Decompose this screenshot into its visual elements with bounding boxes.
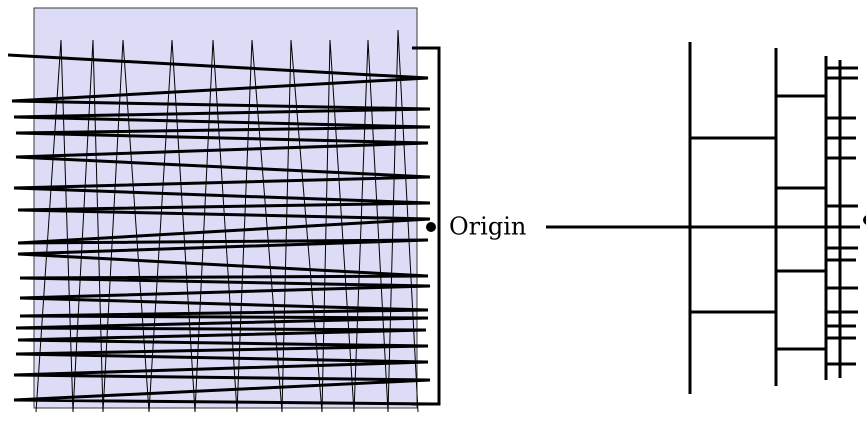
origin-label: Origin bbox=[449, 213, 526, 241]
thick-zigzag-path bbox=[7, 53, 437, 406]
thin-zigzag-path bbox=[35, 29, 419, 413]
right-figure bbox=[546, 42, 866, 394]
leaf-ticks bbox=[826, 66, 858, 366]
left-figure: Origin bbox=[7, 7, 526, 413]
right-origin-dot bbox=[863, 215, 866, 225]
origin-dot bbox=[426, 222, 436, 232]
